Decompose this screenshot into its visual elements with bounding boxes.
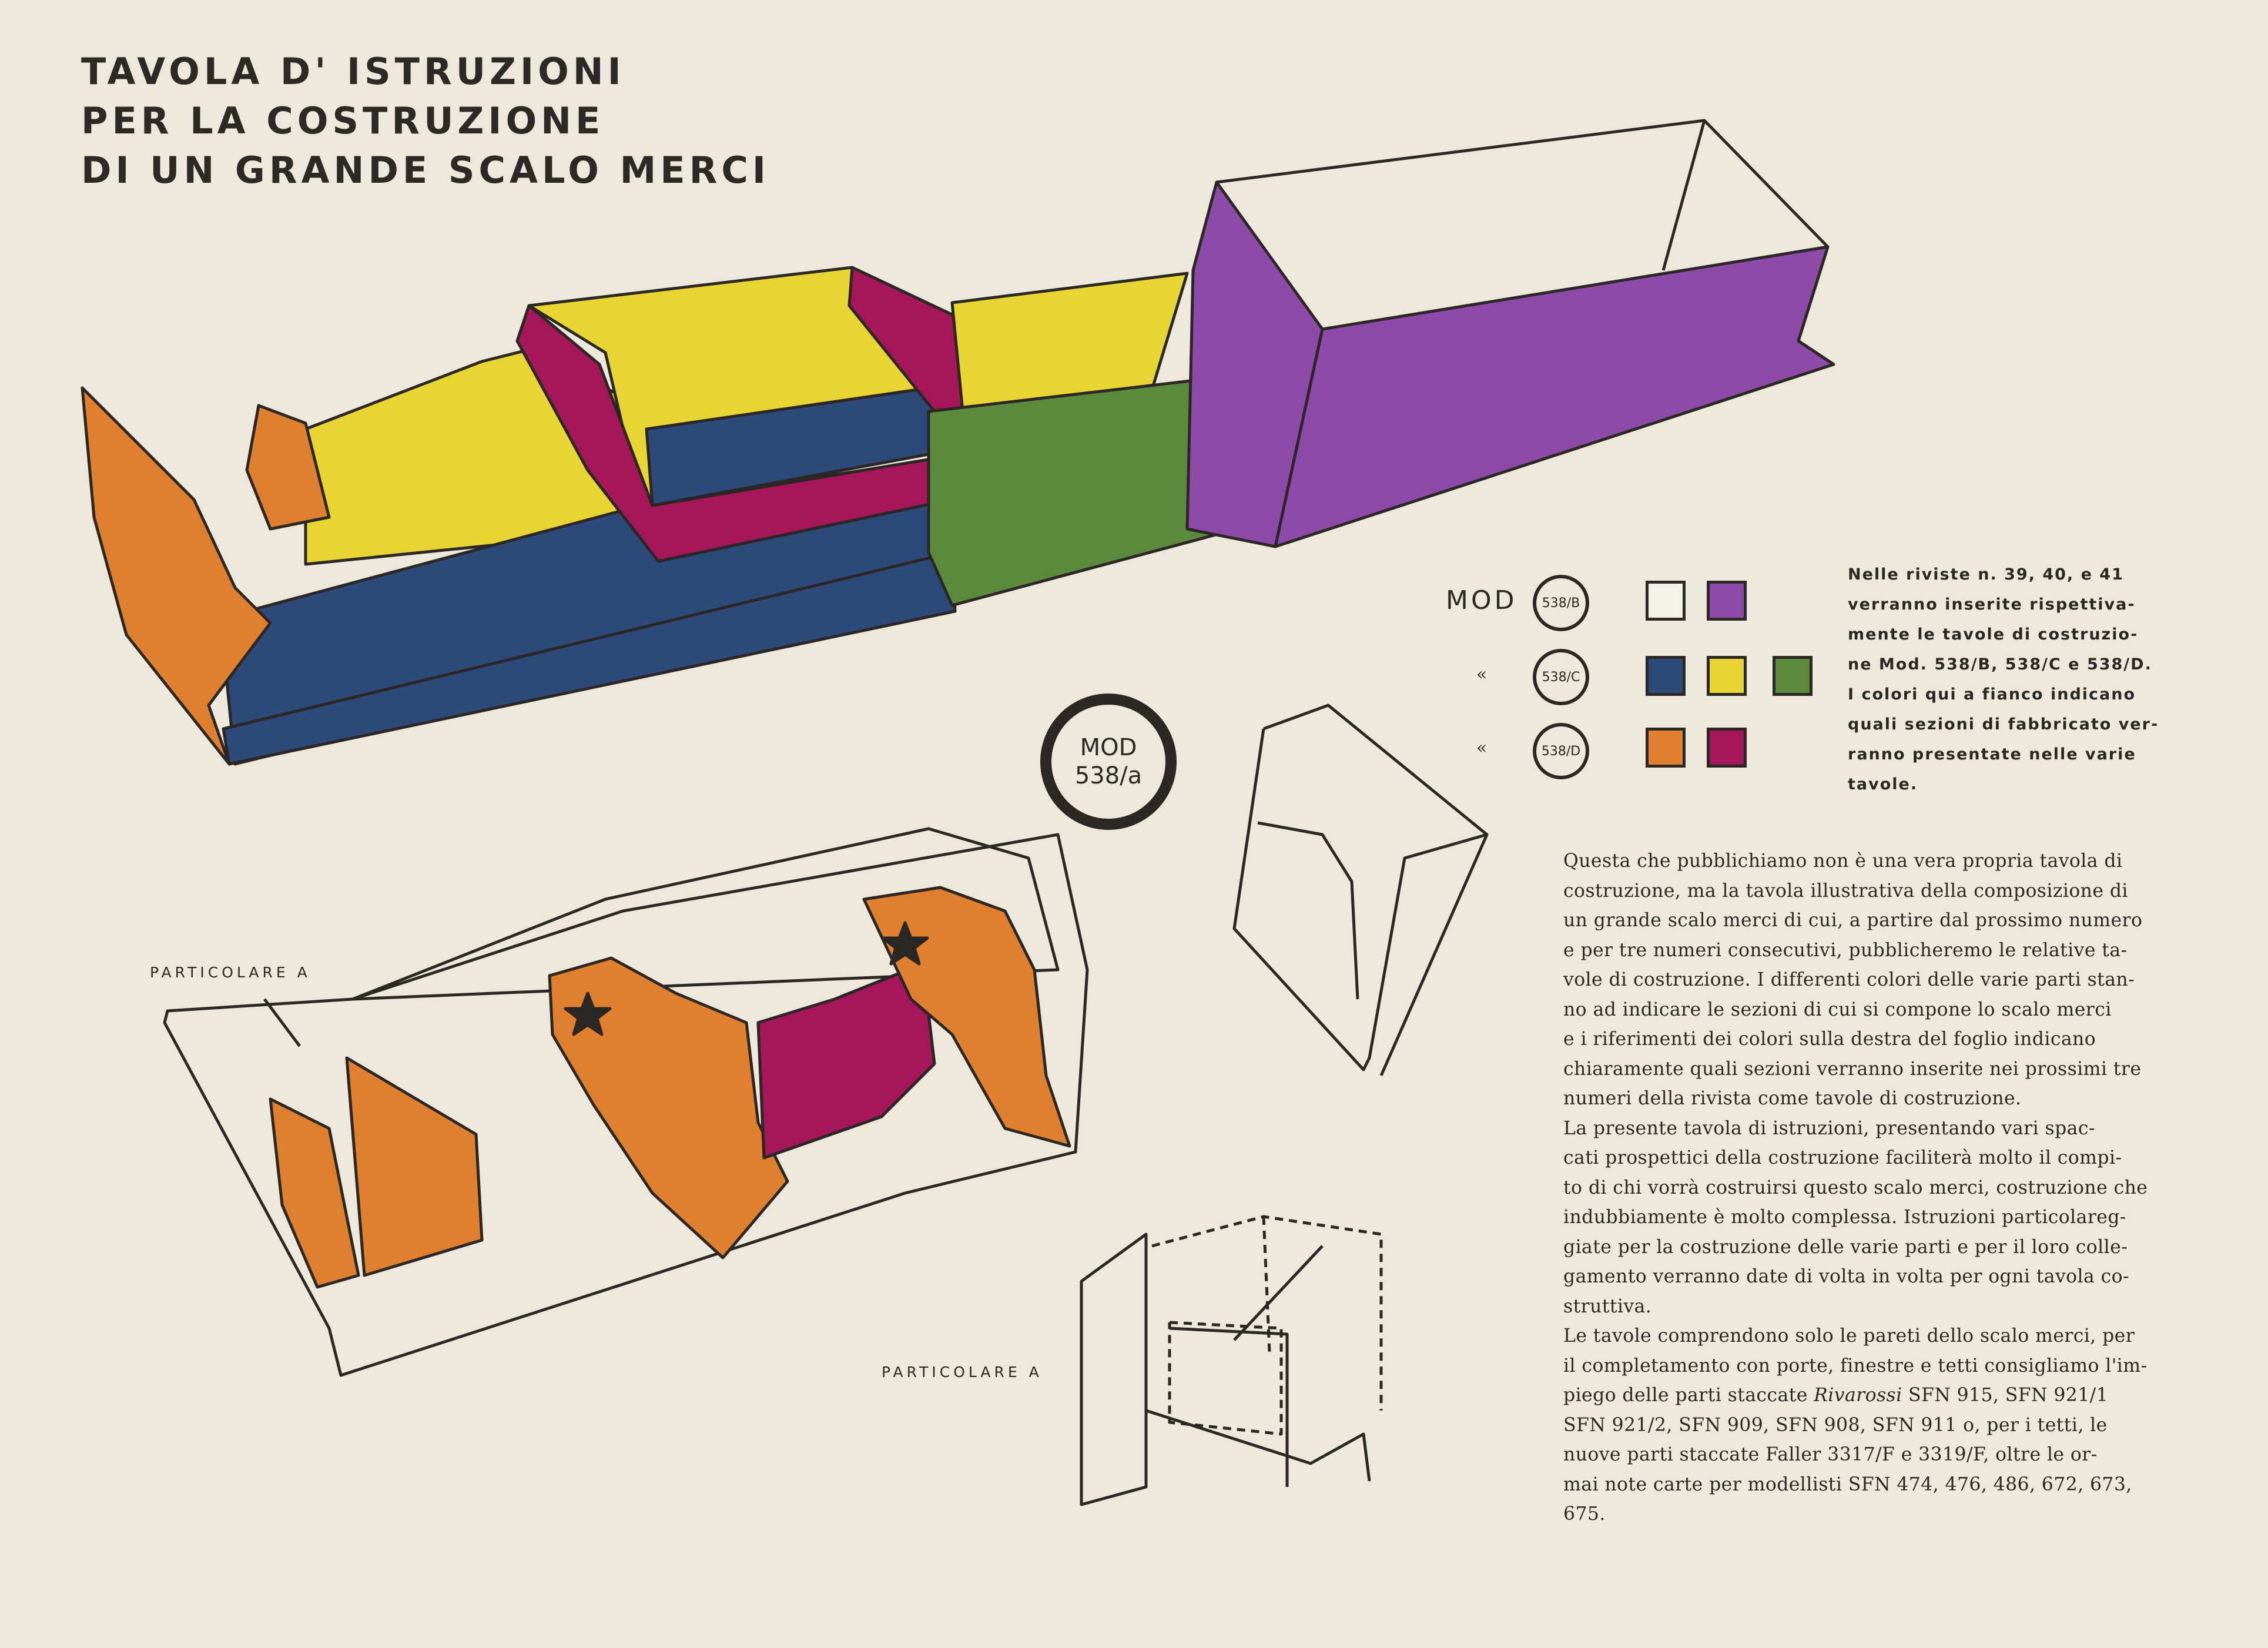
legend-mod-label: MOD	[1446, 585, 1517, 615]
note-line: ne Mod. 538/B, 538/C e 538/D.	[1848, 655, 2152, 674]
purple-roof-ridge	[1661, 120, 1706, 271]
note-line: ranno presentate nelle varie	[1848, 745, 2136, 763]
star-icon-left	[564, 992, 612, 1036]
note-line: verranno inserite rispettiva-	[1848, 595, 2136, 614]
title-line-1: TAVOLA D' ISTRUZIONI	[81, 50, 625, 93]
swatch-538b-1	[1646, 581, 1686, 621]
swatch-538c-2	[1707, 656, 1747, 696]
body-line: chiaramente quali sezioni verranno inser…	[1563, 1058, 2142, 1080]
note-line: Nelle riviste n. 39, 40, e 41	[1848, 565, 2124, 584]
body-line: un grande scalo merci di cui, a partire …	[1563, 910, 2143, 931]
purple-long-wall	[1274, 245, 1835, 548]
purple-roof-outline	[1216, 119, 1829, 248]
body-line: vole di costruzione. I differenti colori…	[1563, 969, 2135, 990]
cutaway-view	[163, 827, 1089, 1377]
navy-base-strip	[222, 551, 957, 766]
orange-left-panel	[81, 386, 272, 766]
legend-ring-538c: 538/C	[1533, 649, 1589, 705]
sketch-detail-top	[1232, 704, 1489, 1077]
body-line: e i riferimenti dei colori sulla destra …	[1563, 1029, 2096, 1050]
title-line-3: DI UN GRANDE SCALO MERCI	[81, 149, 770, 192]
assembled-model	[81, 119, 1835, 766]
title-line-2: PER LA COSTRUZIONE	[81, 99, 605, 142]
body-line: costruzione, ma la tavola illustrativa d…	[1563, 880, 2128, 902]
cutaway-base	[163, 833, 1089, 1377]
mod-badge: MOD 538/a	[1040, 694, 1177, 830]
legend-ditto-2: «	[1476, 738, 1488, 758]
star-icon-right	[881, 921, 929, 966]
mod-badge-label: MOD	[1080, 734, 1137, 761]
note-line: quali sezioni di fabbricato ver-	[1848, 715, 2159, 733]
body-line: giate per la costruzione delle varie par…	[1563, 1236, 2128, 1258]
legend-note: Nelle riviste n. 39, 40, e 41 verranno i…	[1848, 560, 2159, 799]
legend-ditto-1: «	[1476, 664, 1488, 685]
magenta-bay	[756, 962, 936, 1160]
body-line: La presente tavola di istruzioni, presen…	[1563, 1117, 2095, 1139]
body-brand-before: piego delle parti staccate	[1563, 1385, 1814, 1406]
swatch-538b-2	[1707, 581, 1747, 621]
purple-end-wall	[1185, 180, 1324, 548]
body-line: mai note carte per modellisti SFN 474, 4…	[1563, 1473, 2132, 1495]
swatch-538d-1	[1646, 728, 1686, 768]
body-line-brand: piego delle parti staccate Rivarossi SFN…	[1563, 1381, 2151, 1411]
orange-partition-b	[345, 1056, 484, 1277]
body-line: Questa che pubblichiamo non è una vera p…	[1563, 850, 2123, 872]
note-line: tavole.	[1848, 775, 1918, 793]
body-line: e per tre numeri consecutivi, pubblicher…	[1563, 939, 2128, 961]
body-line: numeri della rivista come tavole di cost…	[1563, 1088, 2022, 1109]
swatch-538c-3	[1773, 656, 1813, 696]
rivarossi-logo: Rivarossi	[1814, 1385, 1902, 1406]
body-line: il completamento con porte, finestre e t…	[1563, 1355, 2148, 1376]
body-line: gamento verranno date di volta in volta …	[1563, 1266, 2130, 1287]
particolare-label-bottom: PARTICOLARE A	[882, 1364, 1043, 1381]
particolare-arrow	[263, 998, 301, 1047]
orange-left-upright	[245, 404, 331, 531]
wireframe-detail	[1080, 1215, 1383, 1506]
page-title: TAVOLA D' ISTRUZIONI PER LA COSTRUZIONE …	[81, 47, 770, 195]
body-line: Le tavole comprendono solo le pareti del…	[1563, 1325, 2135, 1346]
body-line: no ad indicare le sezioni di cui si comp…	[1563, 999, 2112, 1020]
note-line: I colori qui a fianco indicano	[1848, 685, 2136, 704]
body-text: Questa che pubblichiamo non è una vera p…	[1563, 846, 2151, 1529]
orange-block-left	[548, 956, 789, 1260]
body-line: SFN 921/2, SFN 909, SFN 908, SFN 911 o, …	[1563, 1414, 2108, 1436]
swatch-538d-2	[1707, 728, 1747, 768]
note-line: mente le tavole di costruzio-	[1848, 625, 2139, 644]
body-line: indubbiamente è molto complessa. Istruzi…	[1563, 1207, 2126, 1228]
legend-ring-538b: 538/B	[1533, 575, 1589, 631]
body-line: to di chi vorrà costruirsi questo scalo …	[1563, 1177, 2148, 1198]
body-line: nuove parti staccate Faller 3317/F e 331…	[1563, 1444, 2098, 1465]
body-brand-after: SFN 915, SFN 921/1	[1902, 1385, 2109, 1406]
orange-partition-a	[269, 1097, 360, 1289]
mod-badge-code: 538/a	[1074, 762, 1143, 789]
body-line: struttiva.	[1563, 1295, 1652, 1317]
particolare-label-top: PARTICOLARE A	[150, 964, 311, 981]
legend-ring-538d: 538/D	[1533, 723, 1589, 779]
body-line: cati prospettici della costruzione facil…	[1563, 1147, 2122, 1168]
body-line: 675.	[1563, 1503, 1606, 1525]
swatch-538c-1	[1646, 656, 1686, 696]
